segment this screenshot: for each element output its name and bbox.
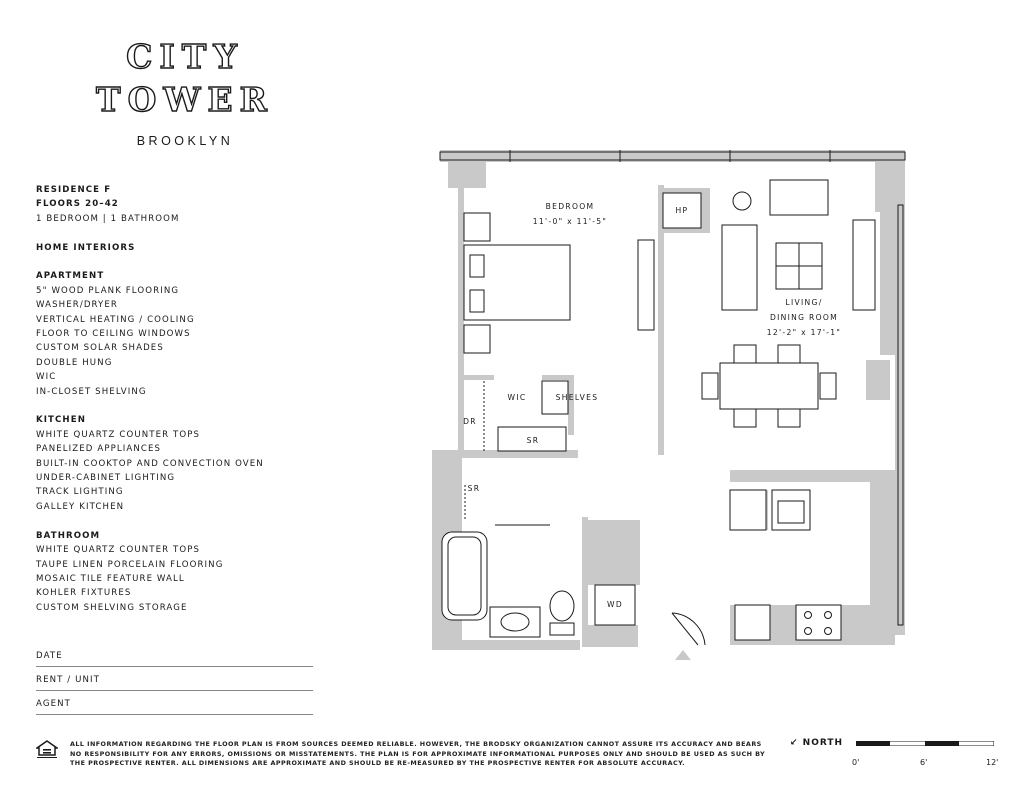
bathroom-item: KOHLER FIXTURES	[36, 588, 132, 599]
kitchen-item: GALLEY KITCHEN	[36, 501, 125, 512]
shelves-label: SHELVES	[556, 393, 599, 402]
living-dimensions: 12'-2" x 17'-1"	[767, 328, 841, 337]
living-furniture	[701, 179, 876, 428]
spec-list: RESIDENCE F FLOORS 20–42 1 BEDROOM | 1 B…	[36, 183, 336, 615]
residence-floors: FLOORS 20–42	[36, 199, 119, 210]
scale-label-6: 6'	[920, 758, 928, 767]
apartment-item: 5" WOOD PLANK FLOORING	[36, 285, 180, 296]
sr-label-1: SR	[527, 436, 540, 445]
scale-bar	[856, 741, 994, 746]
kitchen-item: WHITE QUARTZ COUNTER TOPS	[36, 429, 201, 440]
hp-label: HP	[676, 206, 689, 215]
wic-label: WIC	[508, 393, 527, 402]
rent-unit-label: RENT / UNIT	[36, 675, 101, 685]
bathroom-item: CUSTOM SHELVING STORAGE	[36, 602, 188, 613]
apartment-item: FLOOR TO CEILING WINDOWS	[36, 329, 191, 340]
apartment-item: WASHER/DRYER	[36, 300, 119, 311]
brand-logo: CITY TOWER BROOKLYN	[80, 37, 290, 148]
agent-field[interactable]: AGENT	[36, 699, 313, 715]
apartment-item: WIC	[36, 372, 57, 383]
kitchen-item: UNDER-CABINET LIGHTING	[36, 473, 176, 484]
living-label: LIVING/	[785, 298, 822, 307]
bathroom-item: TAUPE LINEN PORCELAIN FLOORING	[36, 559, 224, 570]
date-label: DATE	[36, 651, 63, 661]
apartment-heading: APARTMENT	[36, 271, 105, 282]
residence-name: RESIDENCE F	[36, 185, 112, 195]
bedroom-label: BEDROOM	[546, 202, 595, 211]
disclaimer-text: All information regarding the floor plan…	[70, 740, 766, 768]
bathroom-fixtures	[441, 485, 636, 638]
logo-line-brooklyn: BROOKLYN	[136, 134, 234, 148]
north-indicator: ↙ NORTH	[790, 738, 844, 748]
scale-label-12: 12'	[986, 758, 999, 767]
kitchen-fixtures	[729, 489, 842, 641]
bedroom-dimensions: 11'-0" x 11'-5"	[533, 217, 607, 226]
bed-furniture	[463, 192, 702, 452]
bathroom-heading: BATHROOM	[36, 530, 101, 541]
rent-unit-field[interactable]: RENT / UNIT	[36, 675, 313, 691]
apartment-item: IN-CLOSET SHELVING	[36, 386, 147, 397]
apartment-item: DOUBLE HUNG	[36, 357, 113, 368]
bathroom-item: MOSAIC TILE FEATURE WALL	[36, 573, 185, 584]
logo-line-tower: TOWER	[95, 80, 274, 119]
date-field[interactable]: DATE	[36, 651, 313, 667]
floorplan: BEDROOM 11'-0" x 11'-5" LIVING/ DINING R…	[432, 150, 906, 660]
kitchen-item: TRACK LIGHTING	[36, 487, 124, 498]
bathroom-item: WHITE QUARTZ COUNTER TOPS	[36, 545, 201, 556]
kitchen-item: BUILT-IN COOKTOP AND CONVECTION OVEN	[36, 458, 264, 469]
scale-label-0: 0'	[852, 758, 860, 767]
apartment-item: VERTICAL HEATING / COOLING	[36, 314, 195, 325]
equal-housing-icon	[36, 740, 58, 758]
windows	[439, 150, 906, 626]
dr-label: DR	[463, 417, 477, 426]
dining-label: DINING ROOM	[770, 313, 838, 322]
entry-door	[671, 612, 706, 646]
logo-line-city: CITY	[125, 37, 244, 76]
kitchen-heading: KITCHEN	[36, 415, 86, 426]
kitchen-item: PANELIZED APPLIANCES	[36, 444, 162, 455]
apartment-item: CUSTOM SOLAR SHADES	[36, 343, 164, 354]
entry-arrow-icon	[675, 650, 691, 660]
sr-label-2: SR	[468, 484, 481, 493]
agent-label: AGENT	[36, 699, 71, 709]
wd-label: WD	[607, 600, 623, 609]
home-interiors-heading: HOME INTERIORS	[36, 242, 136, 253]
residence-size: 1 BEDROOM | 1 BATHROOM	[36, 213, 180, 224]
